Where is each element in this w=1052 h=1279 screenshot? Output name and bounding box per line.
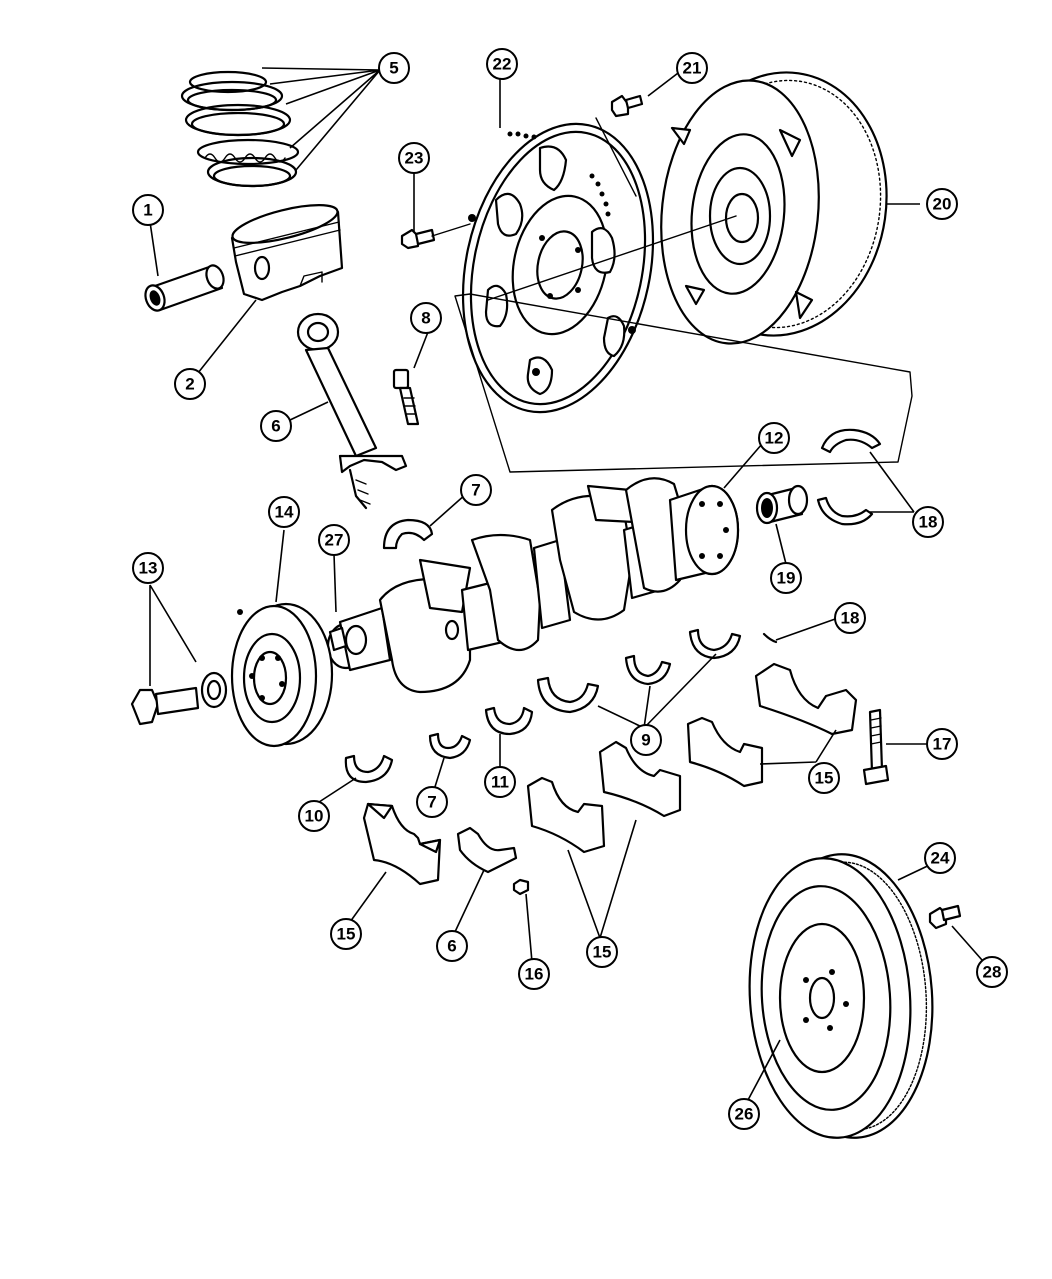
callout-label: 14 — [275, 503, 294, 522]
callout-18a: 18 — [912, 506, 944, 538]
piston — [230, 204, 344, 302]
main-caps-center — [526, 740, 682, 854]
pilot-bushing — [755, 484, 809, 525]
main-cap-left — [362, 802, 442, 886]
callout-label: 24 — [931, 849, 950, 868]
callout-19: 19 — [770, 562, 802, 594]
seal-key — [762, 632, 778, 644]
callout-26: 26 — [728, 1098, 760, 1130]
damper-bolt-and-washer — [130, 671, 228, 726]
callout-label: 19 — [777, 569, 796, 588]
callout-10: 10 — [298, 800, 330, 832]
callout-label: 6 — [447, 937, 456, 956]
callout-22: 22 — [486, 48, 518, 80]
vibration-damper — [230, 602, 334, 748]
callout-label: 1 — [143, 201, 152, 220]
callout-label: 7 — [471, 481, 480, 500]
callout-label: 2 — [185, 375, 194, 394]
callout-14: 14 — [268, 496, 300, 528]
nut — [512, 878, 530, 896]
callout-6b: 6 — [436, 930, 468, 962]
rod-bearing-lower — [428, 732, 472, 760]
callout-label: 15 — [337, 925, 356, 944]
callout-label: 17 — [933, 735, 952, 754]
piston-rings — [180, 70, 300, 188]
assembly-lines — [431, 117, 913, 473]
flywheel-bolt — [928, 904, 962, 930]
callout-21: 21 — [676, 52, 708, 84]
callout-17: 17 — [926, 728, 958, 760]
callout-15a: 15 — [330, 918, 362, 950]
torque-converter — [660, 71, 888, 345]
callout-label: 15 — [815, 769, 834, 788]
callout-9: 9 — [630, 724, 662, 756]
callout-11: 11 — [484, 766, 516, 798]
callout-28: 28 — [976, 956, 1008, 988]
rear-seal-halves — [816, 428, 882, 526]
callout-label: 18 — [919, 513, 938, 532]
callout-label: 28 — [983, 963, 1002, 982]
converter-bolt — [610, 94, 644, 118]
callout-24: 24 — [924, 842, 956, 874]
flywheel — [748, 853, 934, 1139]
piston-pin — [144, 264, 225, 312]
main-bearing-thrust — [484, 706, 534, 736]
flex-plate-bolt — [400, 228, 436, 250]
callout-label: 10 — [305, 807, 324, 826]
callout-label: 21 — [683, 59, 702, 78]
callout-2: 2 — [174, 368, 206, 400]
callout-label: 6 — [271, 417, 280, 436]
callout-label: 8 — [421, 309, 430, 328]
callout-7a: 7 — [460, 474, 492, 506]
flex-plate-holes — [507, 131, 611, 217]
callout-12: 12 — [758, 422, 790, 454]
callout-label: 16 — [525, 965, 544, 984]
crankshaft — [326, 477, 740, 694]
callout-15b: 15 — [586, 936, 618, 968]
main-cap-bolt — [862, 708, 890, 786]
main-bearings — [536, 628, 742, 714]
callout-label: 9 — [641, 731, 650, 750]
callout-label: 26 — [735, 1105, 754, 1124]
rod-bearing-upper — [382, 518, 434, 550]
callout-27: 27 — [318, 524, 350, 556]
callout-label: 18 — [841, 609, 860, 628]
callout-13: 13 — [132, 552, 164, 584]
callout-5: 5 — [378, 52, 410, 84]
callout-label: 20 — [933, 195, 952, 214]
crankshaft-key — [328, 626, 348, 652]
callout-16: 16 — [518, 958, 550, 990]
connecting-rod-cap — [456, 826, 518, 874]
main-caps-right — [686, 662, 858, 788]
callout-23: 23 — [398, 142, 430, 174]
callout-label: 7 — [427, 793, 436, 812]
callout-label: 5 — [389, 59, 398, 78]
callout-label: 23 — [405, 149, 424, 168]
callout-6a: 6 — [260, 410, 292, 442]
callout-7b: 7 — [416, 786, 448, 818]
callout-8: 8 — [410, 302, 442, 334]
rod-bolt — [392, 368, 420, 426]
leader-lines — [149, 67, 983, 1101]
callout-label: 12 — [765, 429, 784, 448]
callout-20: 20 — [926, 188, 958, 220]
callout-18b: 18 — [834, 602, 866, 634]
callout-label: 13 — [139, 559, 158, 578]
connecting-rod — [296, 312, 408, 510]
callout-1: 1 — [132, 194, 164, 226]
callout-15c: 15 — [808, 762, 840, 794]
callout-label: 15 — [593, 943, 612, 962]
flex-plate — [461, 122, 655, 414]
callout-label: 27 — [325, 531, 344, 550]
callout-label: 11 — [491, 773, 509, 792]
main-bearing-front — [344, 754, 394, 784]
callout-label: 22 — [493, 55, 512, 74]
